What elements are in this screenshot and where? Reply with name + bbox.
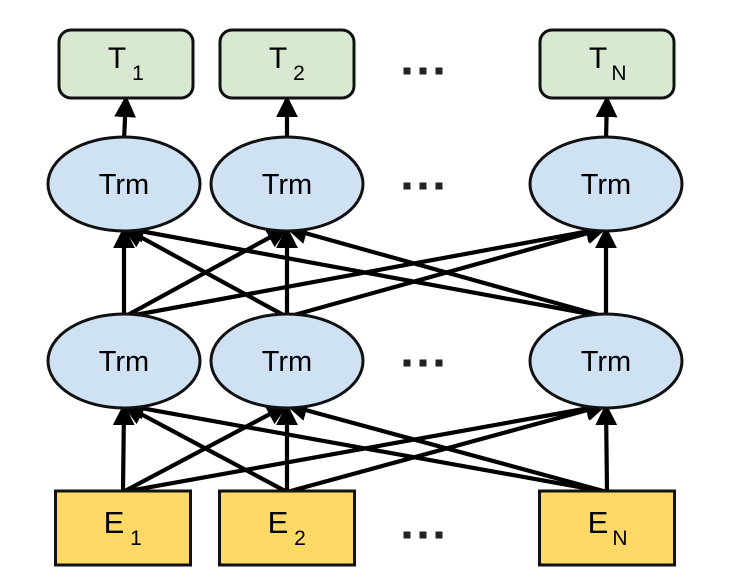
node-label-main: E [104,505,125,540]
transformer-layer-2-node-Trm-2-1[interactable]: Trm [46,135,202,233]
node-label-subscript: N [611,62,626,85]
edges-embedding-to-trm1 [112,397,618,495]
transformer-layer-1-ellipsis [403,359,443,367]
ellipsis-dot [435,67,443,75]
ellipsis-dot [403,531,411,539]
output-node-box [57,28,195,100]
transformer-layer-2-node-Trm-2-N[interactable]: Trm [528,135,684,233]
transformer-node-ellipse [209,312,365,410]
ellipsis-dot [435,359,443,367]
node-label-subscript: 2 [293,62,305,85]
ellipsis-dot [419,182,427,190]
trm2-to-output-edge [595,95,618,141]
transformer-node-ellipse [46,135,202,233]
ellipsis-dot [403,359,411,367]
node-label-main: T [108,42,126,75]
transformer-node-label: Trm [262,346,312,378]
embedding-node-box [218,489,356,567]
node-label-main: T [589,42,607,75]
ellipsis-dot [403,67,411,75]
trm2-to-output-edge [114,95,136,141]
trm1-to-trm2-edge [122,226,289,319]
ellipsis-dot [419,359,427,367]
transformer-layer-1-node-Trm-1-2[interactable]: Trm [209,312,365,410]
embedding-to-trm1-edge [112,403,135,493]
transformer-node-ellipse [528,312,684,410]
node-label-subscript: N [612,527,627,550]
transformer-layer-2-node-Trm-2-2[interactable]: Trm [209,135,365,233]
embedding-node-box [538,489,676,567]
embedding-to-trm1-edge [122,403,288,494]
edges-trm2-to-output [114,95,618,141]
transformer-node-label: Trm [581,346,631,378]
trm1-to-trm2-edge [285,222,607,320]
embedding-layer-ellipsis [403,531,443,539]
transformer-node-label: Trm [581,169,631,201]
node-label-subscript: 1 [132,62,144,85]
trm1-to-trm2-edge [122,220,607,320]
node-label-subscript: 2 [294,527,306,550]
embedding-to-trm1-edge [122,397,608,495]
transformer-layer-1-node-Trm-1-1[interactable]: Trm [46,312,202,410]
node-label-subscript: 1 [130,527,142,550]
ellipsis-dot [435,182,443,190]
ellipsis-dot [435,531,443,539]
embedding-to-trm1-edge [285,399,608,495]
ellipsis-dot [419,531,427,539]
transformer-layer-2: Trm Trm Trm [46,135,684,233]
output-node-box [218,28,356,100]
node-label-main: T [269,42,287,75]
transformer-node-label: Trm [262,169,312,201]
transformer-layer-1-node-Trm-1-N[interactable]: Trm [528,312,684,410]
transformer-node-ellipse [209,135,365,233]
output-layer-ellipsis [403,67,443,75]
transformer-node-label: Trm [99,346,149,378]
transformer-node-label: Trm [99,169,149,201]
transformer-node-ellipse [528,135,684,233]
transformer-layer-1: Trm Trm Trm [46,312,684,410]
node-label-main: E [268,505,289,540]
ellipsis-dot [419,67,427,75]
embedding-to-trm1-edge [595,403,618,493]
edges-trm1-to-trm2 [113,220,617,320]
node-label-main: E [588,505,609,540]
transformer-layer-2-ellipsis [403,182,443,190]
transformer-node-ellipse [46,312,202,410]
embedding-node-box [54,489,192,567]
ellipsis-dot [403,182,411,190]
output-node-box [538,28,676,100]
